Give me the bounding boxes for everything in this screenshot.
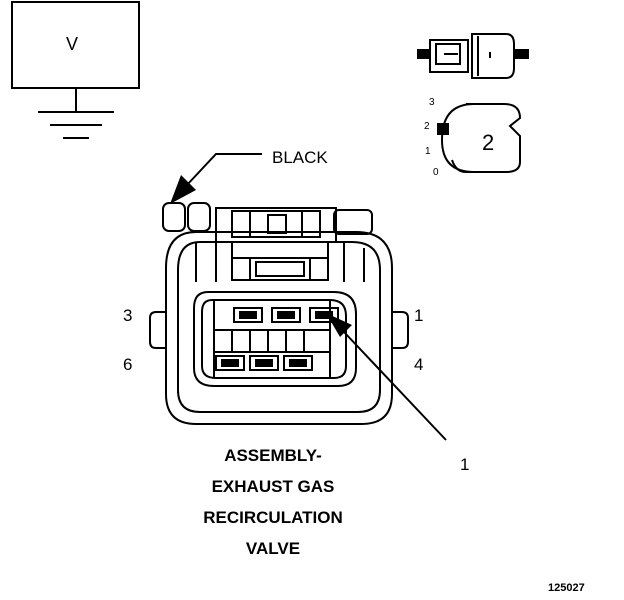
pin-label-bottom-right: 4 xyxy=(414,355,424,374)
component-title: ASSEMBLY- EXHAUST GAS RECIRCULATION VALV… xyxy=(160,440,386,564)
cpa-side-view xyxy=(417,33,529,79)
arrowhead-callout-1 xyxy=(326,313,352,337)
terminal-6 xyxy=(215,355,245,371)
terminal-4 xyxy=(283,355,313,371)
cpa-detent-view xyxy=(437,103,522,173)
callout-number: 1 xyxy=(460,455,470,474)
title-line: ASSEMBLY- xyxy=(224,446,322,465)
terminal-5 xyxy=(249,355,279,371)
figure-number: 125027 xyxy=(548,582,585,594)
cpa-detent-number: 2 xyxy=(482,130,495,155)
arrowhead-black xyxy=(170,175,196,204)
callout-1-leader xyxy=(326,313,447,441)
top-tab-left-1 xyxy=(162,202,186,232)
connector-face xyxy=(149,202,409,425)
cpa-position-3: 3 xyxy=(429,97,435,108)
terminal-1 xyxy=(309,307,339,323)
cpa-position-1: 1 xyxy=(425,146,431,157)
pin-label-top-left: 3 xyxy=(123,306,133,325)
cpa-position-2: 2 xyxy=(424,121,430,132)
terminal-3 xyxy=(233,307,263,323)
side-ear-right xyxy=(392,311,409,349)
terminal-cavity xyxy=(193,291,357,387)
title-line: EXHAUST GAS xyxy=(211,477,335,496)
top-tab-left-2 xyxy=(187,202,211,232)
ground-symbol xyxy=(11,1,140,139)
terminal-2 xyxy=(271,307,301,323)
voltage-label: V xyxy=(66,34,79,54)
pin-label-bottom-left: 6 xyxy=(123,355,133,374)
side-ear-left xyxy=(149,311,166,349)
pin-label-top-right: 1 xyxy=(414,306,424,325)
black-leader xyxy=(170,153,262,204)
outer-shell xyxy=(165,231,393,425)
title-line: VALVE xyxy=(245,539,301,558)
terminals xyxy=(215,307,339,371)
top-tab-right xyxy=(333,209,373,235)
title-line: RECIRCULATION xyxy=(203,508,343,527)
cpa-position-0: 0 xyxy=(433,167,439,178)
wire-color-label: BLACK xyxy=(272,148,328,167)
